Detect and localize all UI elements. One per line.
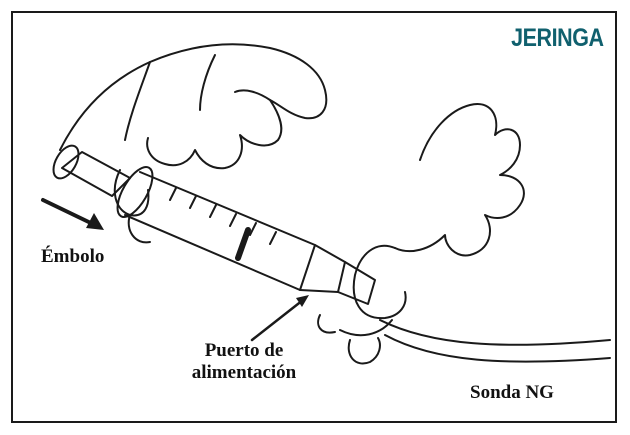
right-hand (394, 103, 525, 257)
page-title: JERINGA (511, 24, 604, 52)
left-hand (59, 43, 328, 170)
plunger-rod (61, 151, 131, 197)
barrel-flange (116, 166, 154, 218)
illustration-frame (11, 11, 617, 423)
feeding-port-label: Puerto de alimentación (164, 340, 324, 384)
ng-tube-label: Sonda NG (470, 382, 554, 403)
syringe-barrel (124, 171, 316, 291)
plunger-arrow (41, 198, 99, 228)
plunger-head (52, 144, 80, 180)
plunger-label: Émbolo (41, 246, 105, 267)
feeding-port-label-line1: Puerto de (204, 340, 284, 361)
ng-tube (379, 319, 611, 346)
feeding-port-arrow (250, 298, 305, 342)
feeding-port-label-line2: alimentación (191, 362, 297, 383)
syringe-tip (299, 244, 346, 293)
